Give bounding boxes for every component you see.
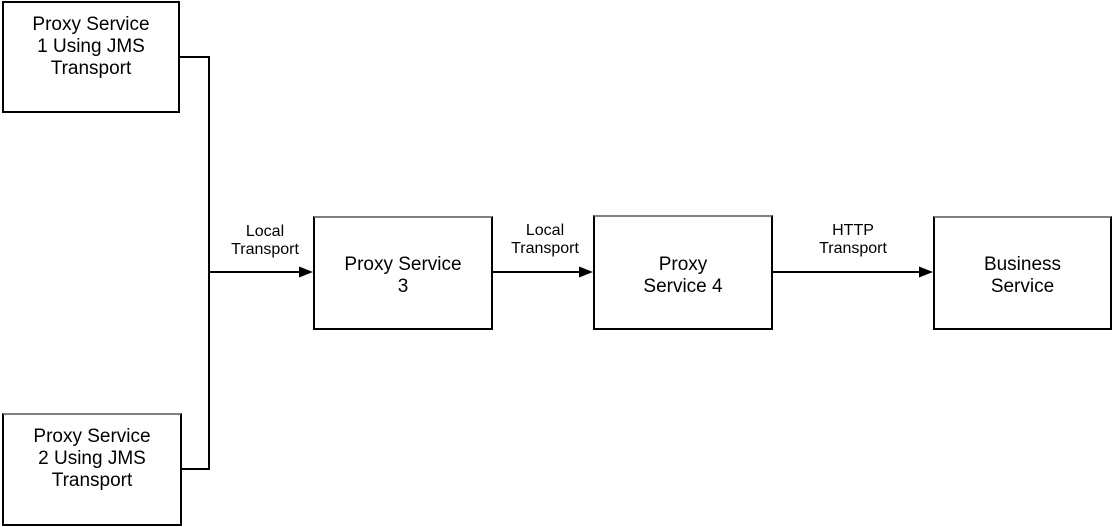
arrowhead-icon — [299, 266, 313, 278]
edge-label-http-transport: HTTP Transport — [819, 222, 887, 257]
arrowhead-icon — [579, 266, 593, 278]
arrow-http-transport — [773, 266, 933, 278]
connector-jms-junction — [180, 56, 210, 470]
node-business-service: Business Service — [933, 216, 1112, 330]
node-proxy-service-2: Proxy Service 2 Using JMS Transport — [2, 413, 182, 526]
edge-label-local-transport-1: Local Transport — [231, 223, 299, 258]
node-proxy-service-4: Proxy Service 4 — [593, 215, 773, 330]
arrow-local-transport-1 — [208, 266, 313, 278]
arrowhead-icon — [919, 266, 933, 278]
arrow-local-transport-2 — [493, 266, 593, 278]
node-proxy-service-3: Proxy Service 3 — [313, 216, 493, 330]
node-proxy-service-1: Proxy Service 1 Using JMS Transport — [2, 1, 180, 113]
edge-label-local-transport-2: Local Transport — [511, 222, 579, 257]
